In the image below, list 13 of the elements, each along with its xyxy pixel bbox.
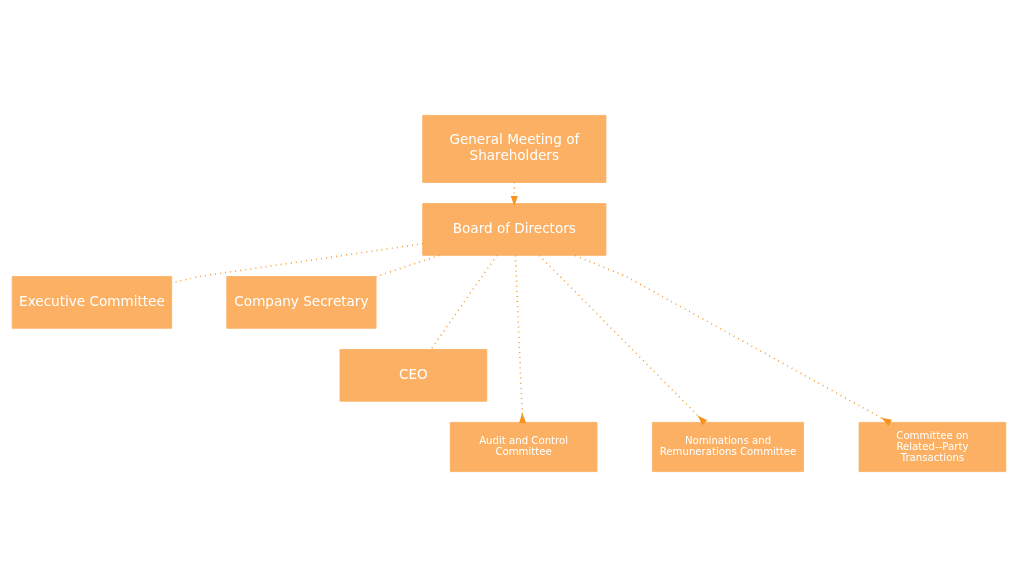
node-box: Executive Committee bbox=[11, 276, 173, 329]
node-box: Board of Directors bbox=[422, 203, 607, 256]
connector bbox=[375, 254, 441, 278]
node-box: Committee on Related--Party Transactions bbox=[858, 422, 1007, 473]
connector bbox=[514, 254, 527, 424]
node-box: CEO bbox=[339, 349, 488, 402]
connector bbox=[538, 254, 708, 426]
node-box: Audit and Control Committee bbox=[449, 422, 598, 473]
node-box: Nominations and Remunerations Committee bbox=[652, 422, 804, 473]
node-box: Company Secretary bbox=[226, 276, 377, 329]
node-box: General Meeting of Shareholders bbox=[422, 114, 607, 183]
connector bbox=[574, 254, 892, 426]
connector bbox=[430, 254, 498, 351]
